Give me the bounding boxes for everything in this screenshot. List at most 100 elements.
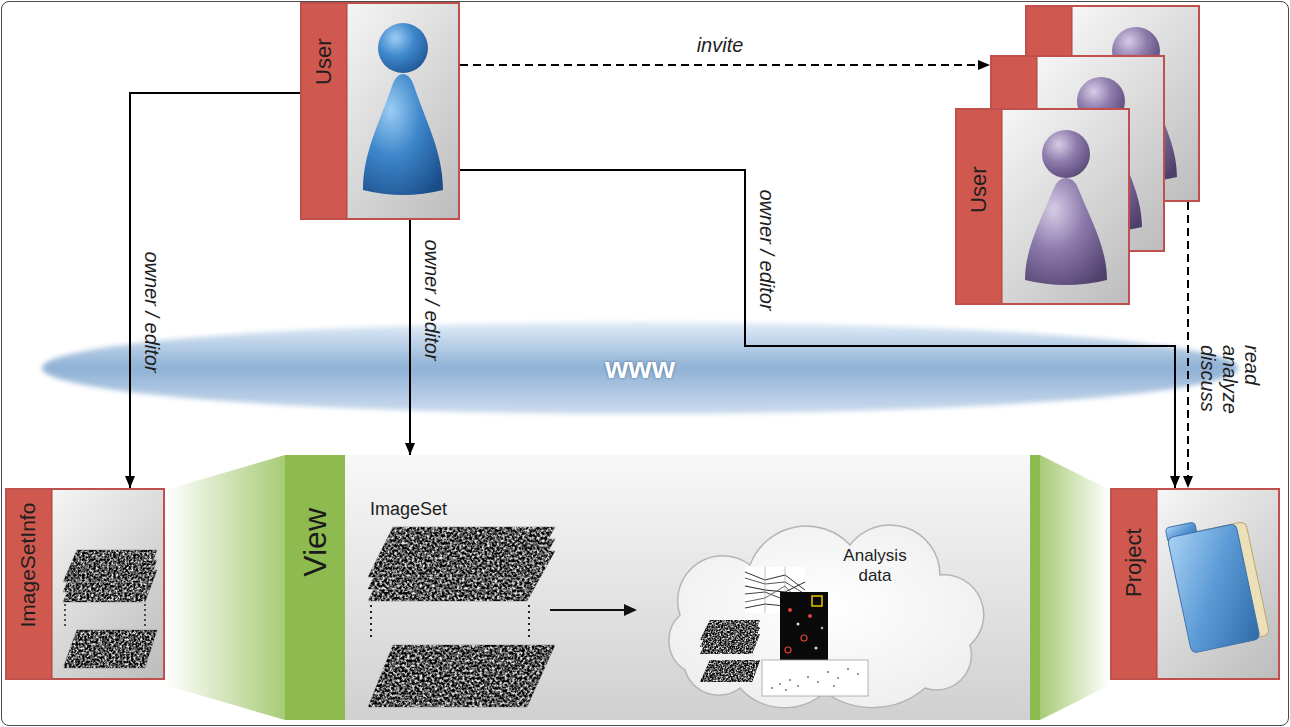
user-card-art	[300, 2, 460, 220]
line-shape	[550, 609, 625, 611]
circle-shape	[797, 685, 799, 687]
circle-shape	[378, 23, 428, 73]
user-stack: User	[955, 5, 1200, 305]
circle-shape	[817, 681, 819, 683]
circle-shape	[771, 687, 773, 689]
connector	[130, 93, 300, 488]
node-label: ImageSetInfo	[16, 503, 40, 628]
polygon-shape	[368, 527, 555, 577]
www-ellipse: www	[35, 318, 1245, 418]
connector	[409, 220, 411, 455]
line-shape	[64, 604, 66, 628]
text-holder: Analysis data	[825, 544, 925, 588]
circle-shape	[815, 647, 818, 650]
circle-shape	[837, 677, 839, 679]
polygon-shape	[700, 620, 760, 640]
rect-shape	[6, 489, 52, 679]
polygon-shape	[700, 660, 760, 682]
rect-shape	[1111, 489, 1157, 679]
user-stack-art	[955, 5, 1200, 305]
path-shape	[624, 604, 637, 616]
text-holder: View	[285, 455, 345, 630]
path-shape	[363, 74, 443, 195]
polygon-shape	[700, 620, 760, 640]
line-shape	[1157, 489, 1158, 679]
rect-shape	[762, 660, 868, 696]
polygon-shape	[368, 527, 555, 577]
circle-shape	[779, 683, 781, 685]
line-shape	[144, 604, 146, 628]
path-shape	[669, 525, 984, 708]
rect-shape	[6, 489, 164, 679]
connector	[460, 64, 990, 66]
polygon-shape	[700, 660, 760, 682]
edge-label: owner / editor	[421, 239, 443, 360]
rect-shape	[1167, 523, 1260, 653]
node-label: www	[605, 351, 675, 386]
rect-shape	[301, 3, 459, 219]
text-holder: Project	[1110, 488, 1157, 638]
rect-shape	[1030, 455, 1040, 720]
connector	[1187, 202, 1189, 488]
analysis-cloud-art	[640, 520, 1000, 712]
polygon-shape	[368, 645, 555, 707]
line-shape	[347, 3, 348, 219]
circle-shape	[847, 668, 849, 670]
node-label: View	[297, 508, 334, 577]
user-card: User	[300, 2, 460, 220]
node-label: User	[966, 167, 991, 213]
rect-shape	[812, 596, 822, 606]
polygon-shape	[1040, 455, 1110, 720]
rect-shape	[345, 455, 1030, 720]
use-shape	[956, 109, 1129, 304]
edge-label: invite	[697, 34, 744, 56]
line-shape	[765, 567, 766, 613]
circle-shape	[785, 689, 787, 691]
polygon-shape	[368, 645, 555, 707]
rect-shape	[285, 455, 345, 720]
node-label: User	[311, 39, 336, 85]
www-ellipse-art	[35, 318, 1245, 418]
circle-shape	[789, 679, 791, 681]
rect-shape	[780, 592, 828, 664]
edge-label: owner / editor	[756, 189, 778, 310]
text-holder: User	[300, 2, 347, 122]
polygon-shape	[165, 455, 285, 720]
circle-shape	[827, 671, 829, 673]
node-label: Analysis data	[825, 546, 925, 585]
ellipse-shape	[42, 322, 1238, 414]
line-shape	[528, 605, 530, 641]
imagesetinfo-card: ImageSetInfo	[5, 488, 165, 680]
circle-shape	[833, 685, 835, 687]
line-shape	[52, 489, 53, 679]
circle-shape	[808, 614, 812, 618]
edge-label: read analyze discuss	[1197, 345, 1263, 425]
view-band: View	[165, 455, 1110, 720]
circle-shape	[821, 627, 823, 629]
node-label: Project	[1121, 529, 1146, 597]
analysis-cloud: Analysis data	[640, 520, 1000, 712]
circle-shape	[797, 623, 800, 626]
circle-shape	[788, 608, 792, 612]
text-holder: User	[955, 130, 1002, 250]
circle-shape	[857, 673, 859, 675]
polygon-shape	[63, 550, 157, 582]
project-card: Project	[1110, 488, 1280, 680]
edge-label: owner / editor	[141, 251, 163, 372]
text-holder: ImageSetInfo	[5, 488, 52, 643]
polyline-shape	[745, 582, 805, 592]
part-label: ImageSet	[370, 499, 447, 519]
rect-shape	[1111, 489, 1279, 679]
rect-shape	[301, 3, 347, 219]
rect-shape	[6, 489, 164, 679]
rect-shape	[301, 3, 459, 219]
circle-shape	[785, 647, 791, 653]
line-shape	[370, 605, 372, 641]
rect-shape	[1111, 489, 1279, 679]
polygon-shape	[63, 630, 157, 668]
polygon-shape	[63, 630, 157, 668]
circle-shape	[807, 676, 809, 678]
circle-shape	[801, 635, 807, 641]
g-shape	[1165, 512, 1270, 654]
